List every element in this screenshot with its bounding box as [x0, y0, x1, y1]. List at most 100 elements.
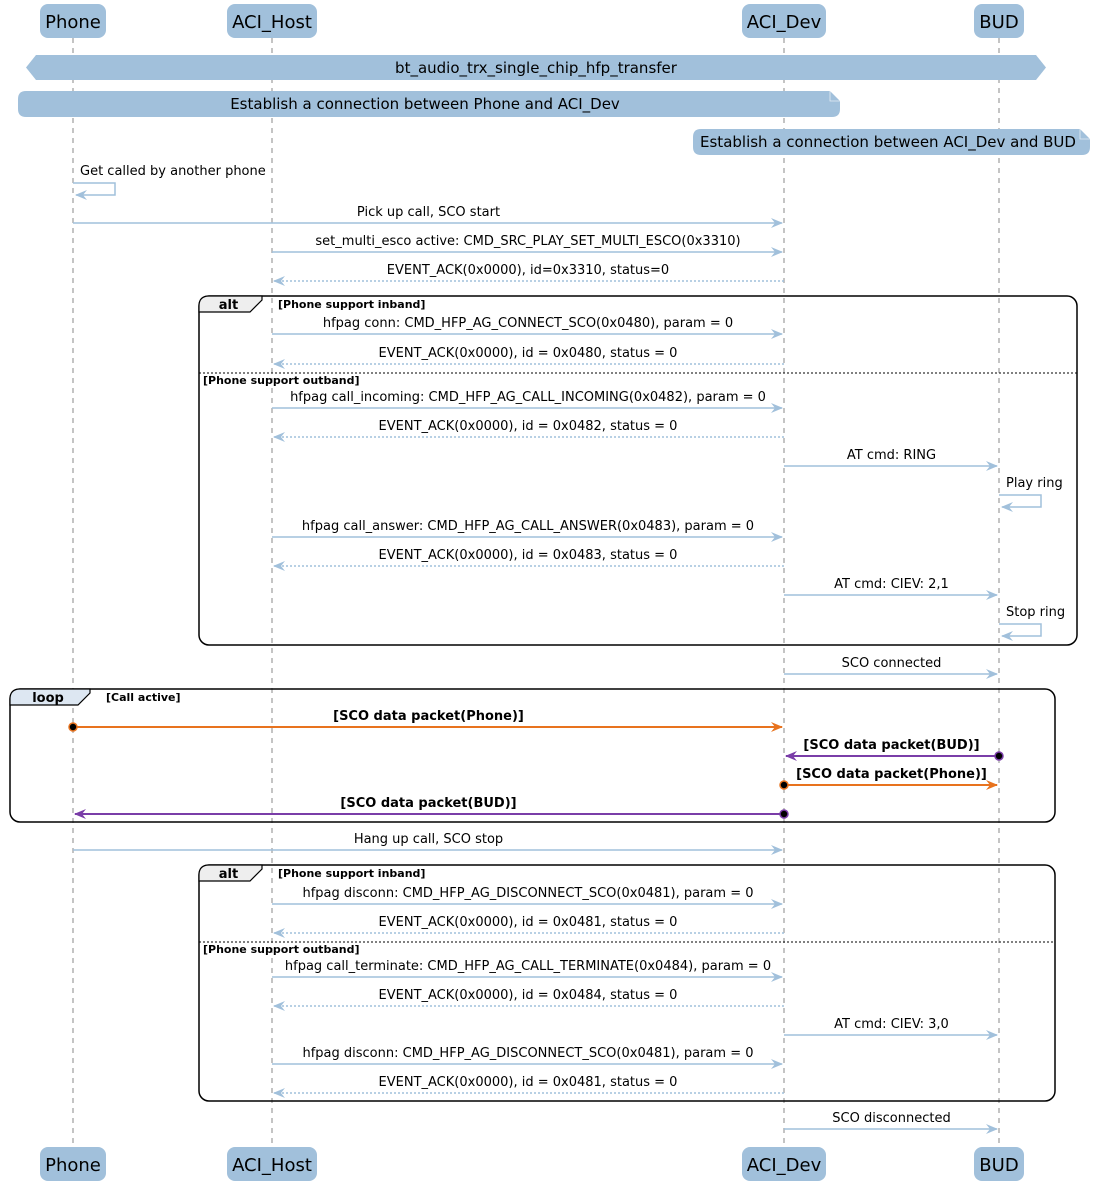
- alt-label: alt: [219, 867, 238, 882]
- message: AT cmd: RING: [784, 448, 998, 471]
- message-label: Stop ring: [1006, 605, 1065, 620]
- alt-else-condition: [Phone support outband]: [203, 374, 359, 387]
- message: EVENT_ACK(0x0000), id = 0x0481, status =…: [273, 1075, 784, 1098]
- message-label: [SCO data packet(Phone)]: [796, 767, 987, 782]
- self-arrow: [999, 623, 1042, 641]
- message: AT cmd: CIEV: 3,0: [784, 1017, 998, 1040]
- message-label: [SCO data packet(BUD)]: [803, 738, 979, 753]
- message: hfpag disconn: CMD_HFP_AG_DISCONNECT_SCO…: [272, 886, 783, 909]
- participant-dev-bottom[interactable]: ACI_Dev: [742, 1147, 826, 1181]
- frames: alt [Phone support inband] [Phone support …: [9, 295, 1078, 1102]
- participants: PhonePhoneACI_HostACI_HostACI_DevACI_Dev…: [40, 4, 1024, 1181]
- message: [SCO data packet(BUD)]: [785, 738, 1004, 761]
- message-label: Get called by another phone: [80, 164, 266, 179]
- message: hfpag call_incoming: CMD_HFP_AG_CALL_INC…: [272, 390, 783, 413]
- participant-bud-top[interactable]: BUD: [974, 4, 1024, 38]
- message-label: hfpag disconn: CMD_HFP_AG_DISCONNECT_SCO…: [302, 886, 753, 901]
- message: hfpag conn: CMD_HFP_AG_CONNECT_SCO(0x048…: [272, 316, 783, 339]
- participant-label: Phone: [45, 1155, 101, 1176]
- message-label: SCO disconnected: [832, 1111, 950, 1126]
- message-start-dot: [994, 751, 1004, 761]
- participant-label: ACI_Dev: [747, 12, 822, 33]
- message-label: AT cmd: CIEV: 2,1: [834, 577, 949, 592]
- message-label: EVENT_ACK(0x0000), id = 0x0481, status =…: [379, 915, 678, 930]
- message-label: EVENT_ACK(0x0000), id = 0x0481, status =…: [379, 1075, 678, 1090]
- message: SCO connected: [784, 656, 998, 679]
- message-label: hfpag call_incoming: CMD_HFP_AG_CALL_INC…: [290, 390, 766, 405]
- message-label: Hang up call, SCO stop: [354, 832, 503, 847]
- message: SCO disconnected: [784, 1111, 998, 1134]
- participant-label: BUD: [979, 12, 1018, 33]
- message-start-dot: [779, 780, 789, 790]
- message-label: Pick up call, SCO start: [357, 205, 500, 220]
- note-dev-bud: Establish a connection between ACI_Dev a…: [693, 129, 1090, 155]
- message-label: hfpag conn: CMD_HFP_AG_CONNECT_SCO(0x048…: [323, 316, 733, 331]
- message-label: hfpag call_terminate: CMD_HFP_AG_CALL_TE…: [285, 959, 771, 974]
- message-label: AT cmd: RING: [847, 448, 936, 463]
- message: Stop ring: [999, 605, 1065, 641]
- participant-phone-bottom[interactable]: Phone: [40, 1147, 106, 1181]
- self-arrow: [999, 494, 1042, 512]
- participant-label: ACI_Host: [232, 1155, 312, 1176]
- participant-phone-top[interactable]: Phone: [40, 4, 106, 38]
- message-label: hfpag call_answer: CMD_HFP_AG_CALL_ANSWE…: [302, 519, 754, 534]
- message-label: EVENT_ACK(0x0000), id = 0x0480, status =…: [379, 346, 678, 361]
- message-label: AT cmd: CIEV: 3,0: [834, 1017, 949, 1032]
- lifelines: [72, 38, 1000, 1147]
- note-text: Establish a connection between ACI_Dev a…: [700, 133, 1076, 152]
- participant-label: BUD: [979, 1155, 1018, 1176]
- message: EVENT_ACK(0x0000), id = 0x0482, status =…: [273, 419, 784, 442]
- message-label: SCO connected: [842, 656, 942, 671]
- participant-bud-bottom[interactable]: BUD: [974, 1147, 1024, 1181]
- note-phone-dev: Establish a connection between Phone and…: [18, 91, 840, 117]
- participant-host-bottom[interactable]: ACI_Host: [227, 1147, 317, 1181]
- message-label: hfpag disconn: CMD_HFP_AG_DISCONNECT_SCO…: [302, 1046, 753, 1061]
- message: [SCO data packet(BUD)]: [74, 796, 789, 819]
- alt-else-condition: [Phone support outband]: [203, 943, 359, 956]
- message: Play ring: [999, 476, 1063, 512]
- participant-label: ACI_Host: [232, 12, 312, 33]
- message-start-dot: [779, 809, 789, 819]
- notes: bt_audio_trx_single_chip_hfp_transferEst…: [18, 55, 1090, 155]
- alt-condition: [Phone support inband]: [278, 867, 425, 880]
- message: EVENT_ACK(0x0000), id = 0x0483, status =…: [273, 548, 784, 571]
- message: set_multi_esco active: CMD_SRC_PLAY_SET_…: [272, 234, 783, 257]
- message: EVENT_ACK(0x0000), id=0x3310, status=0: [273, 263, 784, 286]
- participant-dev-top[interactable]: ACI_Dev: [742, 4, 826, 38]
- message-label: [SCO data packet(BUD)]: [340, 796, 516, 811]
- message-label: Play ring: [1006, 476, 1063, 491]
- alt-frame: alt [Phone support inband] [Phone support …: [198, 295, 1078, 646]
- title-banner-text: bt_audio_trx_single_chip_hfp_transfer: [395, 59, 678, 78]
- message: Pick up call, SCO start: [73, 205, 783, 228]
- message: [SCO data packet(Phone)]: [68, 709, 783, 732]
- message: hfpag call_answer: CMD_HFP_AG_CALL_ANSWE…: [272, 519, 783, 542]
- message-label: [SCO data packet(Phone)]: [333, 709, 524, 724]
- message-start-dot: [68, 722, 78, 732]
- message-label: set_multi_esco active: CMD_SRC_PLAY_SET_…: [315, 234, 740, 249]
- message: EVENT_ACK(0x0000), id = 0x0484, status =…: [273, 988, 784, 1011]
- message-label: EVENT_ACK(0x0000), id = 0x0483, status =…: [379, 548, 678, 563]
- message: Hang up call, SCO stop: [73, 832, 783, 855]
- participant-label: Phone: [45, 12, 101, 33]
- message-label: EVENT_ACK(0x0000), id = 0x0484, status =…: [379, 988, 678, 1003]
- loop-frame: loop[Call active]: [9, 688, 1056, 823]
- message: [SCO data packet(Phone)]: [779, 767, 998, 790]
- alt-frame: alt [Phone support inband] [Phone support …: [198, 864, 1056, 1102]
- message: hfpag disconn: CMD_HFP_AG_DISCONNECT_SCO…: [272, 1046, 783, 1069]
- title-banner: bt_audio_trx_single_chip_hfp_transfer: [26, 55, 1046, 80]
- message: hfpag call_terminate: CMD_HFP_AG_CALL_TE…: [272, 959, 783, 982]
- message: EVENT_ACK(0x0000), id = 0x0481, status =…: [273, 915, 784, 938]
- message-label: EVENT_ACK(0x0000), id=0x3310, status=0: [387, 263, 669, 278]
- message: EVENT_ACK(0x0000), id = 0x0480, status =…: [273, 346, 784, 369]
- self-arrow: [73, 182, 116, 200]
- participant-label: ACI_Dev: [747, 1155, 822, 1176]
- message-label: EVENT_ACK(0x0000), id = 0x0482, status =…: [379, 419, 678, 434]
- message: Get called by another phone: [73, 164, 266, 200]
- alt-label: alt: [219, 298, 238, 313]
- participant-host-top[interactable]: ACI_Host: [227, 4, 317, 38]
- loop-condition: [Call active]: [106, 691, 181, 704]
- alt-condition: [Phone support inband]: [278, 298, 425, 311]
- note-text: Establish a connection between Phone and…: [230, 95, 620, 114]
